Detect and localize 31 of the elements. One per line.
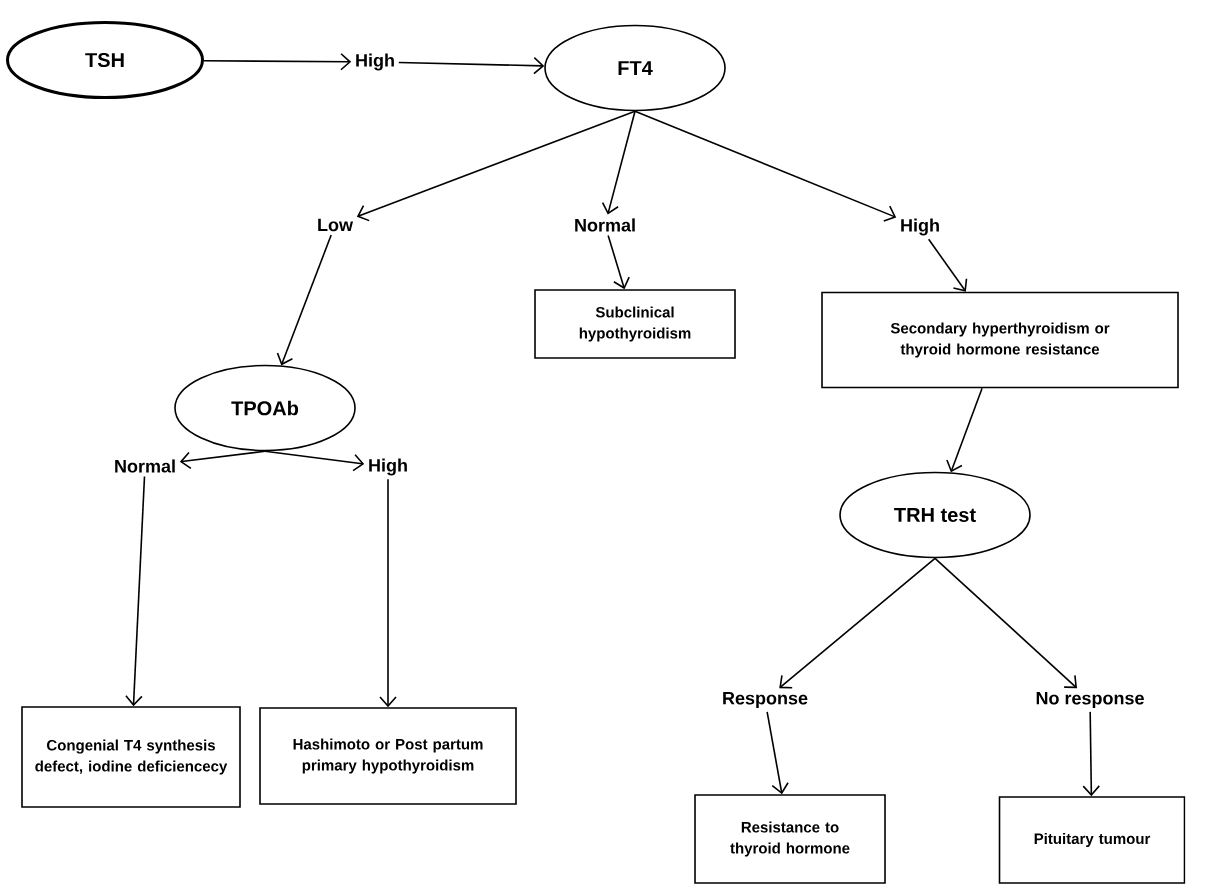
arrow — [927, 238, 968, 292]
arrow — [264, 450, 365, 472]
result-label: No response — [1036, 691, 1144, 709]
diagnosis-box: Hashimoto or Post partum primary hypothyroidism — [259, 707, 517, 805]
arrow — [125, 475, 146, 707]
arrow — [779, 557, 936, 689]
arrow — [203, 52, 352, 71]
arrow — [634, 110, 897, 222]
arrow — [276, 234, 332, 366]
result-label: Normal — [575, 218, 635, 232]
result-label: Normal — [115, 459, 175, 473]
arrow — [934, 557, 1078, 689]
result-label: Low — [318, 218, 354, 232]
diagnosis-box: Secondary hyperthyroidism or thyroid hormone resistance — [821, 291, 1179, 389]
result-label: High — [356, 53, 394, 71]
arrow — [356, 110, 636, 222]
diagnosis-box: Subclinical hypothyroidism — [534, 289, 736, 359]
arrow — [1082, 711, 1101, 797]
arrow — [379, 478, 397, 708]
result-label: High — [369, 458, 407, 476]
arrow — [601, 110, 636, 215]
diagnosis-box: Pituitary tumour — [998, 796, 1186, 884]
arrow — [179, 450, 266, 470]
arrow — [766, 711, 789, 795]
result-label: Response — [723, 691, 808, 709]
arrow — [946, 387, 983, 473]
arrow — [398, 56, 545, 75]
arrow — [607, 234, 630, 290]
diagnosis-box: Congenial T4 synthesis defect, iodine deficiencecy — [21, 706, 241, 808]
result-label: High — [901, 218, 939, 236]
diagnosis-box: Resistance to thyroid hormone — [694, 794, 886, 884]
